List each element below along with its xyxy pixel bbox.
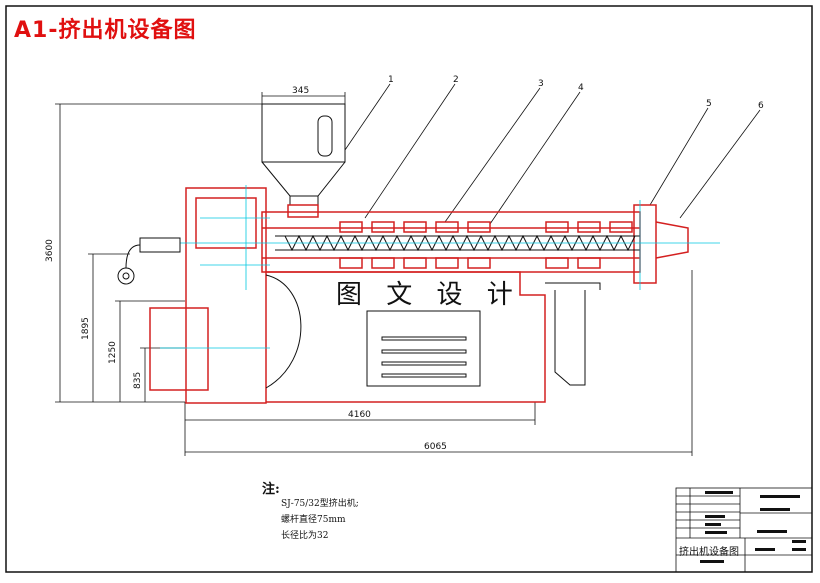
callout-leaders xyxy=(344,83,761,225)
screw xyxy=(275,234,640,252)
dim-width-total: 6065 xyxy=(424,442,447,452)
title-block xyxy=(675,487,813,573)
sheet-border xyxy=(5,5,813,573)
callout-2: 2 xyxy=(453,75,459,85)
title-block-drawing-name: 挤出机设备图 xyxy=(679,547,739,558)
dim-height-base: 835 xyxy=(133,372,143,389)
note-line-2: 螺杆直径75mm xyxy=(281,515,346,525)
notes-heading: 注: xyxy=(262,482,280,497)
callout-1: 1 xyxy=(388,75,394,85)
dimension-labels: 345 3600 1895 1250 835 4160 6065 xyxy=(45,86,447,452)
callout-numbers: 1 2 3 4 5 6 xyxy=(388,75,764,111)
centre-lines xyxy=(160,185,720,349)
control-cabinet xyxy=(366,310,481,387)
note-line-3: 长径比为32 xyxy=(281,531,329,541)
drawing-title: A1-挤出机设备图 xyxy=(14,18,197,43)
callout-3: 3 xyxy=(538,79,544,89)
title-block-fills xyxy=(700,491,806,563)
callout-6: 6 xyxy=(758,101,764,111)
dim-height-mid: 1895 xyxy=(81,317,91,340)
side-pipe xyxy=(545,282,601,386)
hopper xyxy=(261,103,346,205)
dimension-lines xyxy=(55,92,693,456)
motor-cover xyxy=(265,274,302,389)
watermark-text: 图 文 设 计 xyxy=(336,280,521,310)
note-line-1: SJ-75/32型挤出机; xyxy=(281,499,359,509)
callout-5: 5 xyxy=(706,99,712,109)
heater-bands-bottom xyxy=(339,257,601,269)
dim-width-mid: 4160 xyxy=(348,410,371,420)
callout-4: 4 xyxy=(578,83,584,93)
dim-height-low: 1250 xyxy=(108,341,118,364)
extruder-body xyxy=(149,187,689,404)
inlet-fitting xyxy=(117,237,181,285)
dim-height-total: 3600 xyxy=(45,239,55,262)
dim-top: 345 xyxy=(292,86,309,96)
heater-bands-top xyxy=(339,221,633,233)
